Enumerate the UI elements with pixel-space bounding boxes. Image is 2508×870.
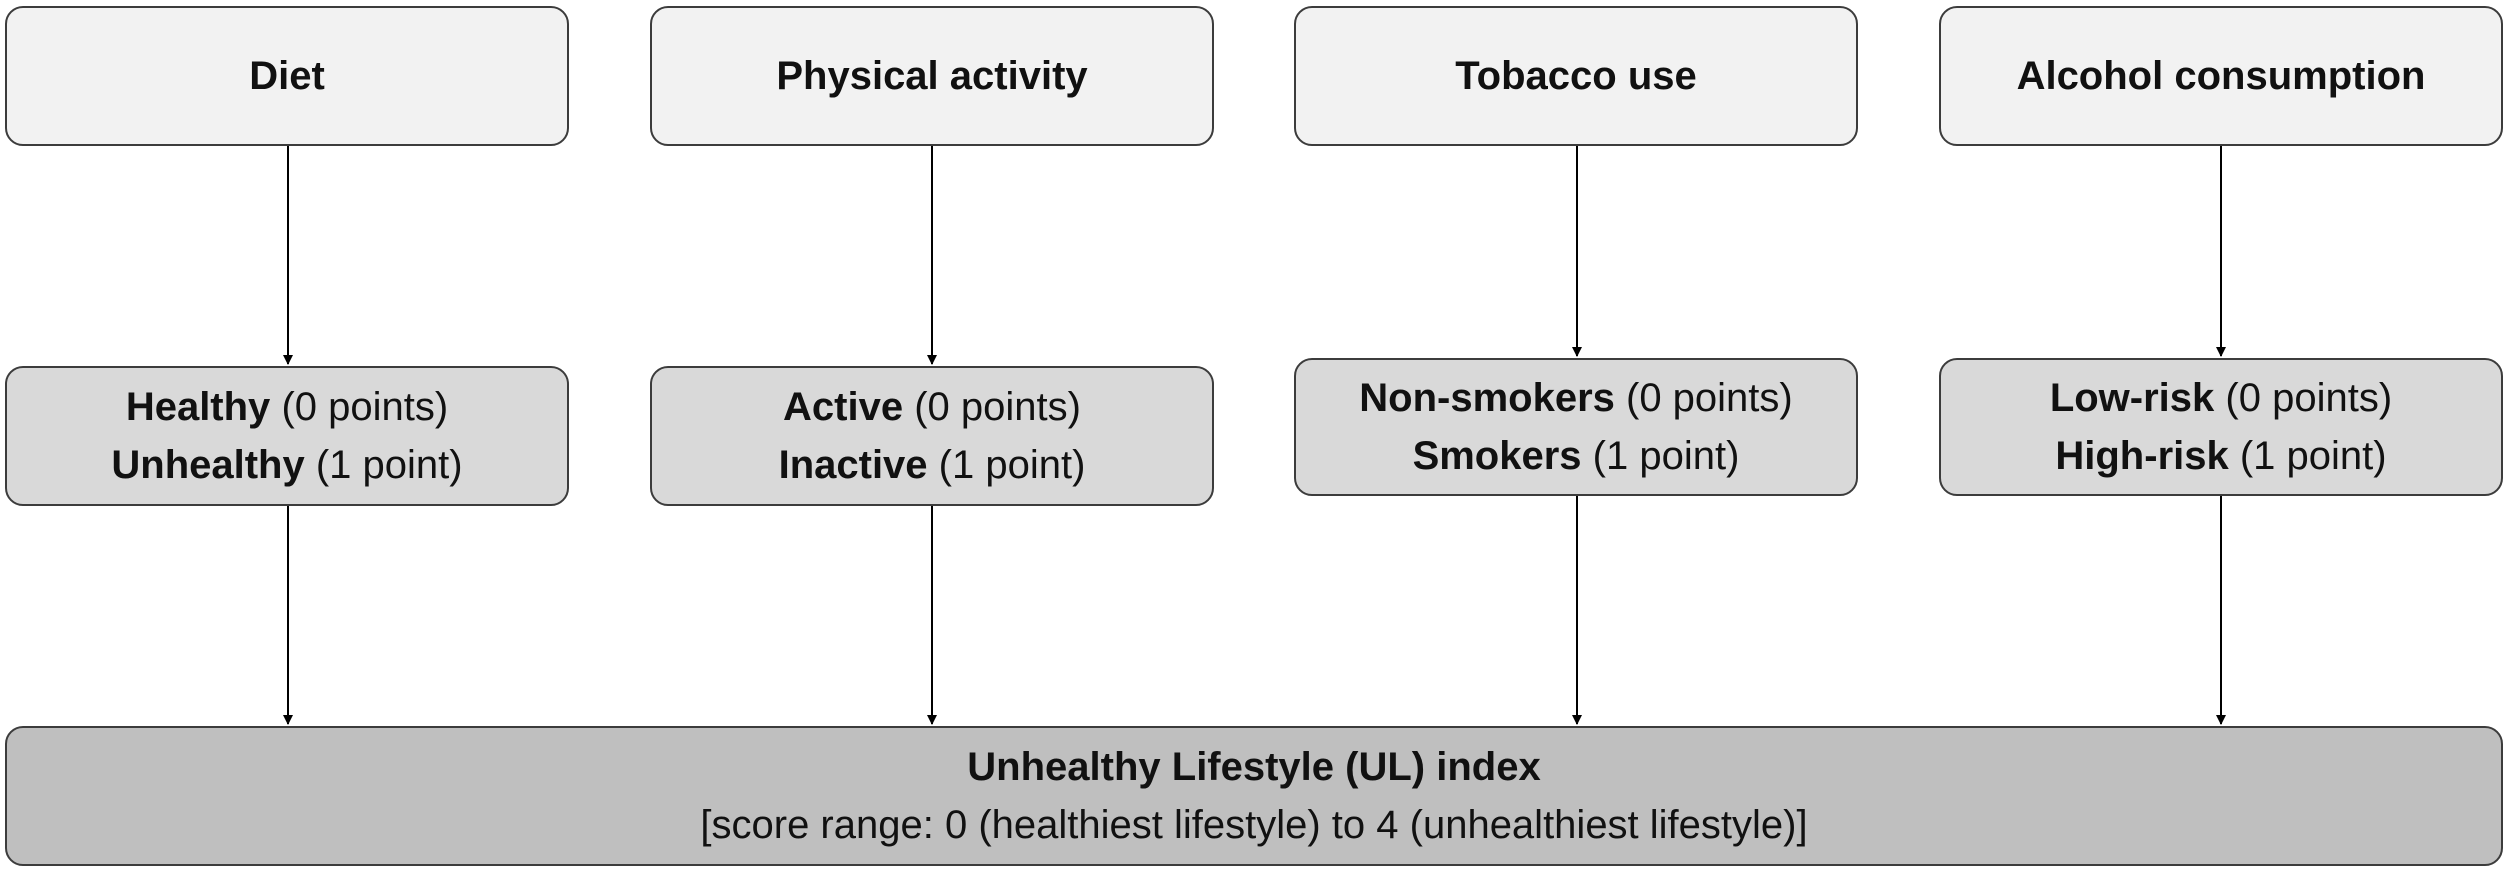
scoring-line-0-points: Non-smokers (0 points) xyxy=(1359,369,1793,427)
scoring-line-0-points: Active (0 points) xyxy=(783,378,1081,436)
option-label: Healthy xyxy=(125,385,271,429)
option-points: (1 point) xyxy=(2239,434,2387,478)
option-points: (0 points) xyxy=(2225,376,2393,420)
ul-index-box: Unhealthy Lifestyle (UL) index [score ra… xyxy=(5,726,2503,866)
scoring-line-0-points: Healthy (0 points) xyxy=(126,378,448,436)
option-points: (1 point) xyxy=(1592,434,1740,478)
scoring-line-1-point: High-risk (1 point) xyxy=(2055,427,2386,485)
option-label: Active xyxy=(783,385,904,429)
scoring-line-0-points: Low-risk (0 points) xyxy=(2050,369,2392,427)
category-title: Physical activity xyxy=(776,53,1088,98)
option-points: (0 points) xyxy=(1626,376,1793,420)
scoring-box-tobacco-use: Non-smokers (0 points) Smokers (1 point) xyxy=(1294,358,1858,496)
option-label: Unhealthy xyxy=(111,443,305,487)
category-title: Diet xyxy=(249,53,325,98)
index-score-range: [score range: 0 (healthiest lifestyle) t… xyxy=(700,803,1808,847)
scoring-line-1-point: Inactive (1 point) xyxy=(779,436,1086,494)
scoring-box-physical-activity: Active (0 points) Inactive (1 point) xyxy=(650,366,1214,506)
category-box-tobacco-use: Tobacco use xyxy=(1294,6,1858,146)
category-box-alcohol-consumption: Alcohol consumption xyxy=(1939,6,2503,146)
option-label: Smokers xyxy=(1412,434,1582,478)
option-points: (0 points) xyxy=(914,385,1081,429)
category-title: Tobacco use xyxy=(1455,53,1697,98)
category-box-diet: Diet xyxy=(5,6,569,146)
option-label: Non-smokers xyxy=(1359,376,1615,420)
scoring-line-1-point: Unhealthy (1 point) xyxy=(111,436,462,494)
scoring-line-1-point: Smokers (1 point) xyxy=(1413,427,1740,485)
option-label: Low-risk xyxy=(2049,376,2215,420)
option-points: (0 points) xyxy=(281,385,449,429)
option-label: Inactive xyxy=(778,443,928,487)
scoring-box-alcohol-consumption: Low-risk (0 points) High-risk (1 point) xyxy=(1939,358,2503,496)
option-points: (1 point) xyxy=(938,443,1086,487)
option-label: High-risk xyxy=(2055,434,2229,478)
scoring-box-diet: Healthy (0 points) Unhealthy (1 point) xyxy=(5,366,569,506)
option-points: (1 point) xyxy=(315,443,463,487)
category-box-physical-activity: Physical activity xyxy=(650,6,1214,146)
category-title: Alcohol consumption xyxy=(2016,53,2426,98)
index-title: Unhealthy Lifestyle (UL) index xyxy=(967,745,1541,789)
